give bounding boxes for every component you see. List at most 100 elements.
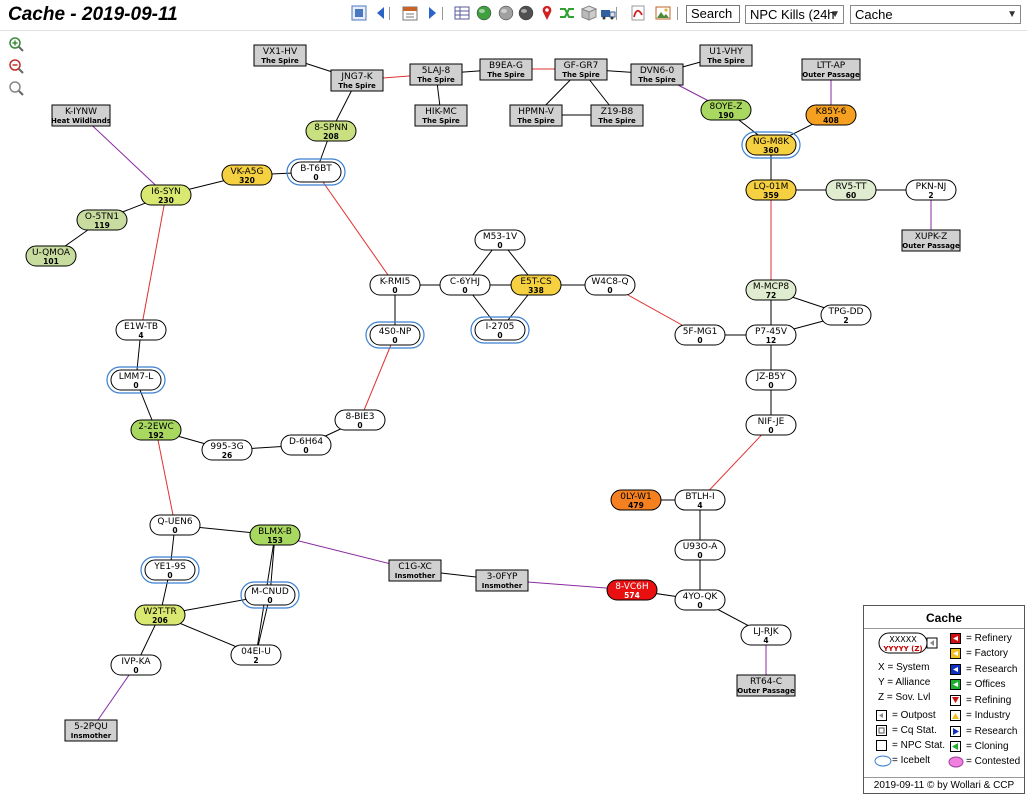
npc-kill-count: 190 [718, 111, 734, 120]
system-pill [305, 120, 357, 142]
system-m531v[interactable]: M53-1V0 [474, 229, 526, 251]
system-04eiu[interactable]: 04EI-U2 [230, 644, 282, 666]
industry-icon [950, 710, 961, 721]
globe-green-icon[interactable] [476, 5, 492, 21]
zoom-out-icon[interactable] [8, 58, 24, 74]
npc-kill-count: 0 [497, 331, 502, 340]
legend-npc-station: = NPC Stat. [892, 740, 946, 751]
system-4yoqk[interactable]: 4YO-QK0 [674, 589, 726, 611]
table-icon[interactable] [454, 5, 470, 21]
pdf-icon[interactable] [630, 5, 646, 21]
box-icon[interactable] [581, 5, 597, 21]
system-lmm7l[interactable]: LMM7-L0 [106, 366, 166, 394]
jump-link-i6syn-e1wtb [140, 194, 167, 331]
map-icon[interactable] [351, 5, 367, 21]
system-tpgdd[interactable]: TPG-DD2 [820, 304, 872, 326]
system-ivpka[interactable]: IVP-KA0 [110, 654, 162, 676]
shuffle-icon[interactable] [559, 5, 575, 21]
npc-kills-select[interactable]: NPC Kills (24h ▼ [745, 5, 844, 24]
npc-kill-count: 338 [528, 286, 544, 295]
next-icon[interactable] [424, 5, 440, 21]
truck-icon[interactable] [600, 5, 616, 21]
chevron-down-icon: ▼ [1007, 9, 1017, 20]
zoom-in-icon[interactable] [8, 36, 24, 52]
chevron-down-icon: ▼ [830, 9, 840, 20]
system-pknnj[interactable]: PKN-NJ2 [905, 179, 957, 201]
system-nifje[interactable]: NIF-JE0 [745, 414, 797, 436]
research-icon [950, 664, 961, 675]
globe-gray-icon[interactable] [498, 5, 514, 21]
image-icon[interactable] [655, 5, 671, 21]
system-box [901, 229, 961, 252]
system-name: B-T6BT [300, 164, 332, 174]
system-btlhi[interactable]: BTLH-I4 [674, 489, 726, 511]
search-button[interactable]: Search [686, 5, 740, 23]
system-u93oa[interactable]: U93O-A0 [674, 539, 726, 561]
npc-kill-count: 0 [392, 286, 397, 295]
system-4s0np[interactable]: 4S0-NP0 [365, 321, 425, 349]
region-select[interactable]: Cache ▼ [850, 5, 1021, 24]
pin-icon[interactable] [539, 5, 555, 21]
legend-contested: = Contested [966, 756, 1021, 767]
globe-dark-icon[interactable] [518, 5, 534, 21]
zoom-reset-icon[interactable] [8, 80, 24, 96]
legend-refining: = Refining [966, 695, 1012, 706]
calendar-icon[interactable] [402, 5, 418, 21]
system-w4c8q[interactable]: W4C8-Q0 [584, 274, 636, 296]
system-pill [610, 489, 662, 511]
region-name: The Spire [422, 117, 460, 125]
legend-sample-sub: YYYYY (Z) [882, 645, 922, 653]
prev-icon[interactable] [373, 5, 389, 21]
system-pill [201, 439, 253, 461]
system-ye19s[interactable]: YE1-9S0 [140, 556, 200, 584]
system-e1wtb[interactable]: E1W-TB4 [115, 319, 167, 341]
